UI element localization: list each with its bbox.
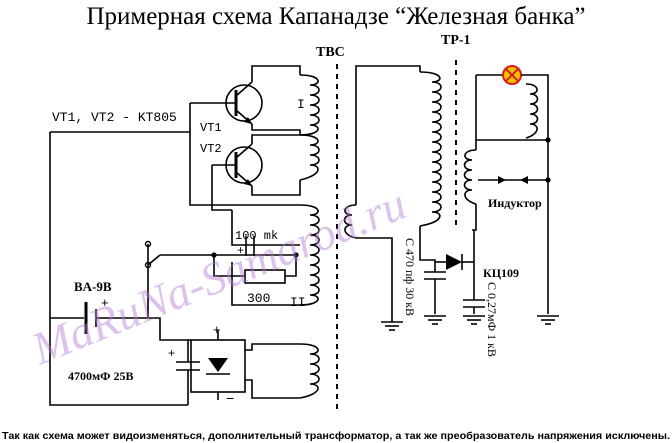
ground-2 — [424, 315, 446, 325]
cap-4700-label: 4700мФ 25В — [68, 369, 133, 383]
capacitor-027mf — [463, 262, 485, 314]
transistor-label: VT1, VT2 - KT805 — [52, 110, 177, 125]
res-left-wire — [213, 255, 245, 277]
lamp — [476, 65, 549, 142]
cap-100-label: 100 mk — [235, 229, 278, 243]
diode-kc109 — [435, 230, 475, 270]
winding-ii-label: II — [290, 295, 306, 310]
inductor-arrow-left — [498, 176, 506, 184]
switch — [144, 240, 161, 269]
cap-470-label: С 470 пф 30 кВ — [403, 238, 417, 316]
vt1-label: VT1 — [200, 121, 222, 135]
winding-i-label: I — [297, 97, 305, 112]
vt2-emitter-wire — [251, 180, 301, 196]
capacitor-4700 — [148, 317, 200, 405]
inductor-label: Индуктор — [488, 196, 542, 210]
bridge-plus: + — [213, 322, 221, 337]
tbc-secondary — [343, 204, 357, 239]
diagram-title: Примерная схема Капанадзе “Железная банк… — [86, 3, 585, 30]
vt1-collector-wire — [251, 65, 301, 82]
ground-3 — [463, 315, 485, 325]
vt2-base-wire — [211, 165, 232, 211]
cap-top-wire — [231, 210, 300, 246]
cap-4700-plus: + — [168, 346, 175, 360]
diode-bridge — [188, 330, 300, 400]
battery-label: BA-9B — [74, 279, 112, 294]
vt2-collector-wire — [251, 134, 300, 144]
lamp-coil — [525, 83, 539, 139]
battery-ba9b — [50, 265, 149, 334]
capacitor-470pf — [424, 271, 446, 314]
transistor-vt1 — [190, 81, 263, 125]
res-right-wire — [160, 254, 297, 277]
inductor-arrow-right — [520, 176, 528, 184]
tp1-primary — [419, 71, 442, 227]
diode-label: КЦ109 — [483, 266, 519, 280]
battery-plus: + — [101, 295, 109, 310]
bridge-winding — [299, 343, 320, 399]
tp1-primary-bottom-wire — [419, 226, 436, 272]
tp1-sec-bottom — [472, 204, 477, 231]
ground-1 — [381, 321, 403, 331]
tp1-secondary — [463, 149, 477, 205]
transistor-vt2 — [212, 143, 263, 187]
tbc-sec-bottom-wire — [356, 237, 393, 322]
tp1-label: ТР-1 — [441, 33, 471, 48]
bridge-minus: − — [226, 390, 234, 406]
footer-note: Так как схема может видоизменяться, допо… — [2, 430, 670, 442]
vt1-base-wire — [189, 103, 300, 206]
cap-100-plus: + — [237, 243, 244, 257]
winding-i — [299, 74, 320, 181]
left-wire — [49, 132, 188, 406]
tbc-label: ТВС — [316, 45, 345, 60]
vt1-emitter-wire — [251, 124, 301, 135]
res-300-label: 300 — [247, 291, 270, 306]
vt2-label: VT2 — [200, 142, 222, 156]
tbc-sec-top-wire — [355, 65, 421, 205]
capacitor-100mk — [245, 236, 255, 256]
watermark: MaRuNa-Samarod.ru — [24, 178, 413, 375]
winding-ii — [299, 204, 320, 306]
cap-027-label: С 0,27мФ 1 кВ — [485, 282, 499, 357]
tp1-sec-top — [475, 139, 478, 150]
ground-4 — [537, 315, 559, 325]
